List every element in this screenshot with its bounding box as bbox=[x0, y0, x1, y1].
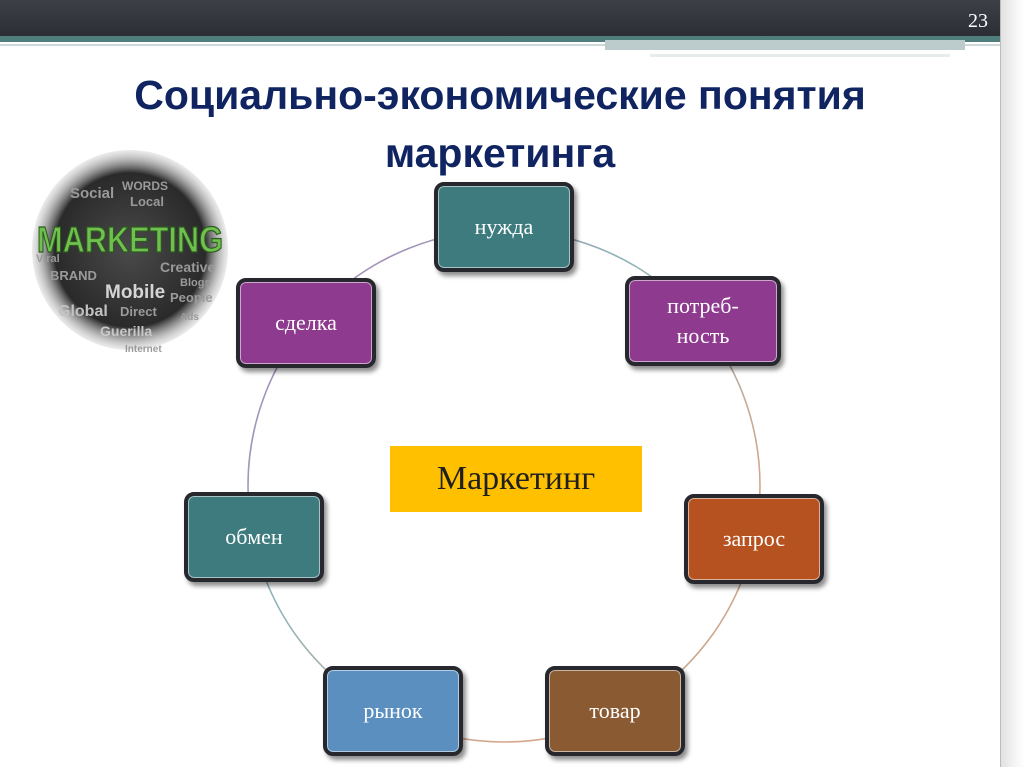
header-thin-line bbox=[0, 44, 1024, 46]
logo-word: Guerilla bbox=[100, 323, 152, 339]
center-marketing-box: Маркетинг bbox=[390, 446, 642, 512]
logo-word: Direct bbox=[120, 304, 158, 319]
title-line-1: Социально-экономические понятия bbox=[134, 72, 866, 118]
header-accent-bar bbox=[605, 40, 965, 50]
node-deal: сделка bbox=[236, 278, 376, 368]
header-band bbox=[0, 0, 1024, 36]
title-line-2: маркетинга bbox=[384, 130, 616, 176]
node-exchange: обмен bbox=[184, 492, 324, 582]
slide-title: Социально-экономические понятия маркетин… bbox=[20, 66, 980, 182]
logo-word: Social bbox=[70, 185, 114, 202]
logo-word: Creative bbox=[160, 259, 215, 275]
logo-word: People bbox=[170, 290, 213, 305]
logo-word: BRAND bbox=[50, 268, 97, 283]
header-stripe bbox=[0, 36, 1024, 42]
logo-word: Internet bbox=[125, 344, 162, 355]
page-edge bbox=[1000, 0, 1024, 767]
header-accent-line bbox=[650, 54, 950, 57]
node-demand: запрос bbox=[684, 494, 824, 584]
node-market: рынок bbox=[323, 666, 463, 756]
word-cloud-image: Social WORDS Local BRAND Creative Mobile… bbox=[32, 150, 228, 355]
logo-word: Local bbox=[130, 194, 164, 209]
node-product: товар bbox=[545, 666, 685, 756]
logo-word: WORDS bbox=[122, 179, 168, 193]
logo-word: Mobile bbox=[105, 282, 165, 303]
logo-word: Global bbox=[58, 303, 108, 320]
logo-word: Viral bbox=[36, 253, 60, 265]
logo-word: Ads bbox=[180, 312, 199, 323]
node-need: нужда bbox=[434, 182, 574, 272]
marketing-word-cloud-logo: Social WORDS Local BRAND Creative Mobile… bbox=[30, 140, 230, 360]
slide-number: 23 bbox=[968, 10, 988, 32]
logo-word: Blogs bbox=[180, 277, 211, 289]
node-want: потреб- ность bbox=[625, 276, 781, 366]
logo-main-word: MARKETING bbox=[37, 219, 223, 260]
